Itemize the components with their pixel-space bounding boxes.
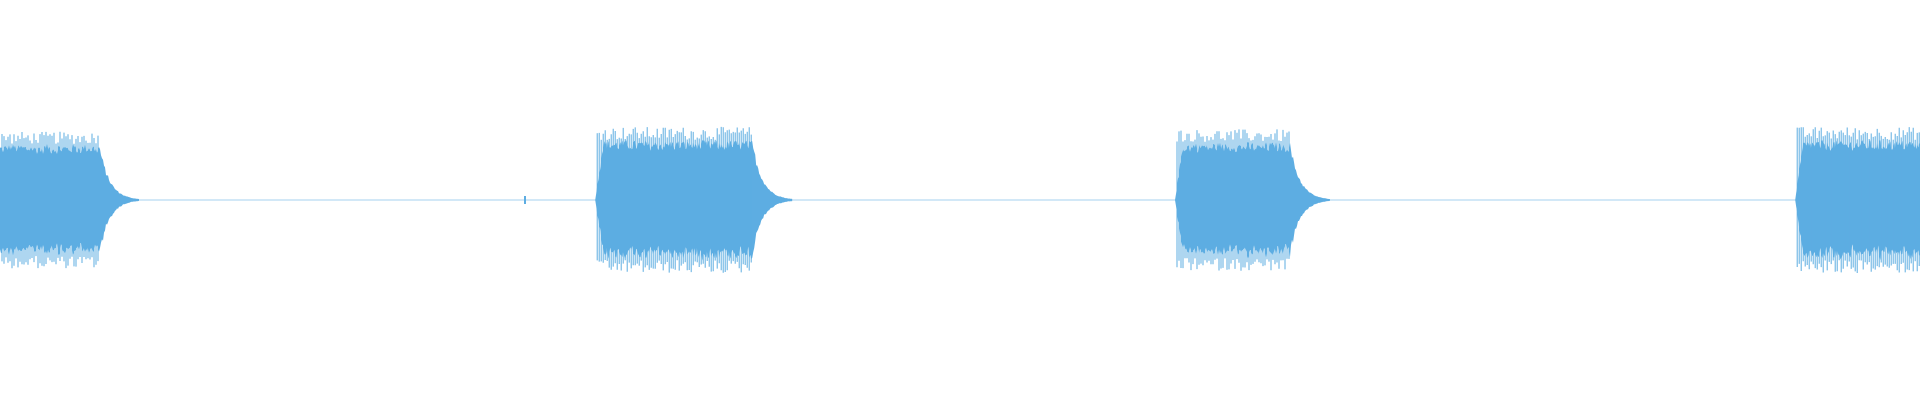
waveform-burst [0, 131, 139, 269]
waveform-burst [1175, 129, 1330, 271]
waveform-bursts [0, 126, 1920, 273]
waveform-burst [1795, 127, 1920, 273]
waveform-burst [595, 126, 793, 273]
